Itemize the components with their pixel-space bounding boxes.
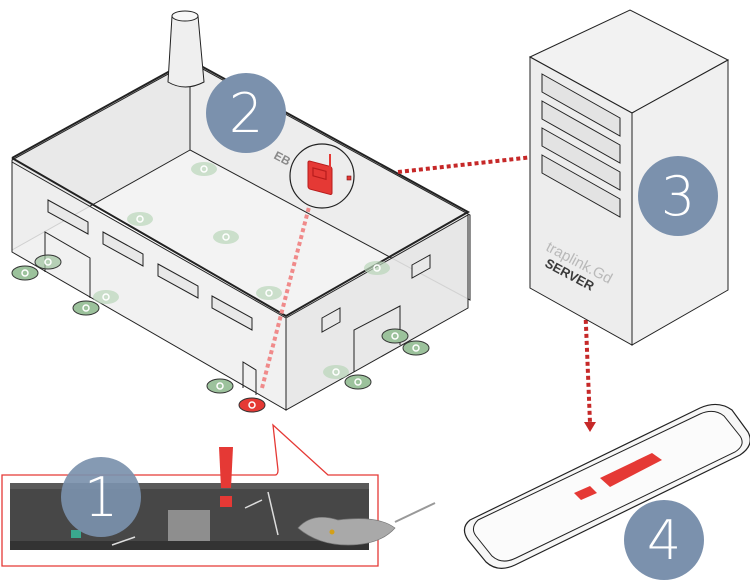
link-trap-to-gateway	[260, 206, 311, 389]
sensor-marker[interactable]	[72, 300, 100, 316]
sensor-marker[interactable]	[344, 374, 372, 390]
window	[157, 263, 199, 299]
sensor-marker[interactable]	[213, 230, 239, 244]
factory-building: EB	[11, 10, 471, 411]
building-roof-rim	[11, 58, 471, 318]
step-badge-3: 3	[638, 156, 718, 236]
sensor-marker[interactable]	[206, 378, 234, 394]
step-badge-1: 1	[61, 457, 141, 537]
sensor-marker-alert[interactable]	[238, 397, 266, 413]
window	[102, 231, 144, 267]
server-tower: traplink.Gd SERVER	[528, 9, 730, 346]
sensor-marker[interactable]	[256, 286, 282, 300]
step-number: 3	[661, 165, 695, 228]
trap-alert-icon	[219, 447, 233, 507]
step-badge-4: 4	[624, 500, 704, 580]
door	[242, 361, 257, 395]
sensor-marker[interactable]	[402, 340, 430, 356]
server-rack-slots	[541, 73, 621, 218]
gateway[interactable]	[289, 143, 355, 209]
sensor-marker[interactable]	[127, 212, 153, 226]
chimney	[167, 10, 205, 88]
sensor-marker[interactable]	[34, 254, 62, 270]
step-number: 2	[229, 82, 263, 145]
gateway-signal-dot	[346, 175, 352, 181]
step-badge-2: 2	[206, 73, 286, 153]
callout-border	[1, 423, 379, 567]
smartphone	[463, 403, 750, 569]
gateway-device-icon	[307, 154, 333, 196]
window	[321, 307, 341, 333]
sensor-marker[interactable]	[11, 265, 39, 281]
garage-door	[353, 305, 401, 372]
sensor-marker[interactable]	[323, 365, 349, 379]
window	[47, 199, 89, 235]
sensor-marker[interactable]	[191, 162, 217, 176]
rodent	[297, 502, 436, 546]
link-gateway-to-server	[397, 155, 534, 174]
step-number: 4	[647, 509, 681, 572]
arrow-head	[584, 422, 596, 432]
window	[411, 254, 431, 279]
door	[44, 231, 91, 298]
sensor-marker[interactable]	[364, 261, 390, 275]
sensor-markers	[11, 162, 430, 413]
sensor-marker[interactable]	[381, 328, 409, 344]
phone-alert-icon	[574, 453, 662, 500]
step-number: 1	[84, 466, 118, 529]
window	[211, 295, 253, 331]
sensor-marker[interactable]	[93, 290, 119, 304]
